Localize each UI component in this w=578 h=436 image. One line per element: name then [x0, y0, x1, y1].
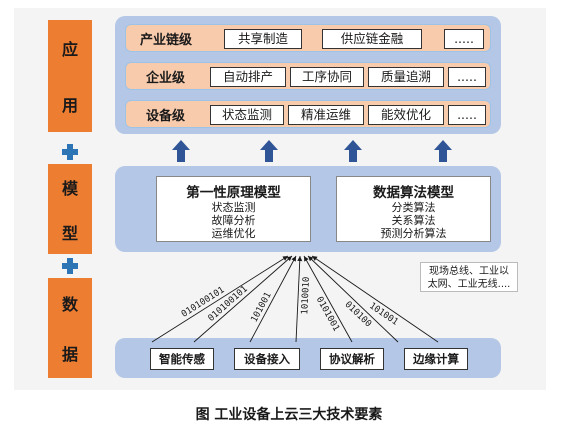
- chip-more: .....: [448, 105, 486, 125]
- plus-icon: [62, 258, 78, 274]
- network-note: 现场总线、工业以 太网、工业无线....: [420, 262, 518, 292]
- side-label-application-char-2: 用: [61, 96, 78, 115]
- arrowhead-icon: [304, 256, 309, 262]
- data-stream-line: [249, 255, 297, 343]
- chip-more: .....: [448, 67, 486, 87]
- side-label-model-char-1: 模: [61, 178, 78, 198]
- side-label-model: 模 型: [48, 164, 92, 254]
- arrowhead-icon: [312, 256, 318, 261]
- side-label-application: 应 用: [48, 20, 92, 132]
- side-label-data: 数 据: [48, 278, 92, 378]
- chip-precise-maintenance: 精准运维: [288, 105, 364, 125]
- app-row-equipment: 设备级 状态监测 精准运维 能效优化 .....: [125, 100, 491, 128]
- model-item: 状态监测: [211, 201, 256, 214]
- chip-shared-manufacturing: 共享制造: [224, 29, 302, 49]
- chip-more: .....: [444, 29, 484, 49]
- model-title: 第一性原理模型: [186, 185, 281, 201]
- row-label: 企业级: [146, 71, 186, 86]
- data-stream-line: [311, 255, 439, 343]
- row-label: 设备级: [146, 109, 186, 124]
- chip-protocol-parsing: 协议解析: [320, 348, 384, 370]
- model-item: 预测分析算法: [380, 227, 447, 240]
- model-title: 数据算法模型: [373, 185, 454, 201]
- chip-device-access: 设备接入: [234, 348, 300, 370]
- arrowhead-icon: [286, 256, 292, 262]
- model-item: 故障分析: [211, 214, 256, 227]
- figure-caption: 图 工业设备上云三大技术要素: [195, 407, 383, 423]
- arrow-up-icon: [172, 140, 190, 162]
- arrowhead-icon: [308, 256, 314, 262]
- chip-status-monitoring: 状态监测: [210, 105, 284, 125]
- data-algorithm-model-box: 数据算法模型 分类算法 关系算法 预测分析算法: [336, 176, 491, 242]
- arrowhead-icon: [297, 256, 303, 262]
- chip-edge-computing: 边缘计算: [404, 348, 468, 370]
- side-label-model-char-2: 型: [61, 223, 78, 243]
- chip-smart-sensing: 智能传感: [150, 348, 214, 370]
- side-label-application-char-1: 应: [61, 40, 78, 59]
- chip-supply-chain-finance: 供应链金融: [322, 29, 422, 49]
- model-item: 关系算法: [391, 214, 436, 227]
- plus-icon: [62, 144, 78, 160]
- data-stream-line: [193, 255, 293, 343]
- chip-auto-scheduling: 自动排产: [210, 67, 286, 87]
- app-row-industry-chain: 产业链级 共享制造 供应链金融 .....: [125, 24, 491, 52]
- model-item: 运维优化: [211, 227, 256, 240]
- data-stream-line: [303, 255, 353, 343]
- network-note-line-2: 太网、工业无线....: [427, 279, 511, 290]
- binary-stream-label: 101001: [250, 291, 274, 324]
- network-note-line-1: 现场总线、工业以: [429, 266, 509, 277]
- data-stream-line: [151, 255, 289, 343]
- arrow-up-icon: [344, 140, 362, 162]
- first-principles-model-box: 第一性原理模型 状态监测 故障分析 运维优化: [156, 176, 311, 242]
- arrow-up-icon: [434, 140, 452, 162]
- binary-stream-label: 1010010: [300, 276, 312, 314]
- model-item: 分类算法: [391, 201, 436, 214]
- data-stream-line: [307, 255, 399, 343]
- arrowhead-icon: [291, 256, 296, 262]
- data-stream-line: [295, 255, 301, 343]
- chip-process-coordination: 工序协同: [290, 67, 364, 87]
- arrowhead-icon: [282, 256, 288, 261]
- side-label-data-char-1: 数: [61, 295, 78, 314]
- chip-quality-tracing: 质量追溯: [368, 67, 444, 87]
- arrow-up-icon: [260, 140, 278, 162]
- binary-stream-label: 010100: [343, 300, 373, 330]
- chip-energy-optimization: 能效优化: [368, 105, 444, 125]
- app-row-enterprise: 企业级 自动排产 工序协同 质量追溯 .....: [125, 62, 491, 90]
- side-label-data-char-2: 据: [61, 345, 78, 364]
- row-label: 产业链级: [140, 33, 193, 48]
